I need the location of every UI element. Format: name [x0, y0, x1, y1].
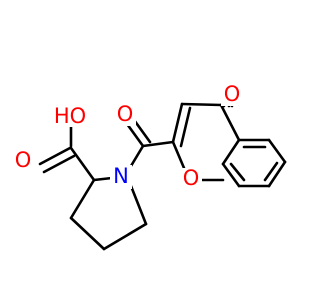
bond-benzene-inner-2: [263, 161, 279, 182]
atom-ho: HO: [54, 104, 86, 128]
chemical-structure: HO O N O O O: [12, 82, 287, 251]
bond-c5-c6: [267, 138, 287, 164]
atom-amide-o: O: [117, 102, 134, 126]
bond-c2-c3-chromone-a: [171, 102, 184, 144]
bond-c2-c3: [69, 178, 96, 220]
bond-cooh-c-o-double-b: [42, 154, 76, 174]
atom-label-layer: HO O N O O O: [12, 82, 243, 190]
bond-cooh-to-ring: [69, 146, 96, 182]
bond-benzene-inner-3: [229, 162, 246, 182]
bond-c2-c3-chromone-b: [179, 106, 192, 148]
label-bg-ring-o: [180, 168, 202, 190]
bond-c4-c4a: [219, 103, 241, 142]
bond-c3-c4-chromone: [180, 102, 223, 107]
bond-c6-c7: [267, 160, 287, 188]
bond-c8-c8a: [221, 162, 241, 188]
bond-cooh-c-o-double-a: [38, 146, 72, 166]
bond-c5-n: [129, 184, 148, 226]
bond-n-amide-c: [129, 144, 145, 168]
atom-nitrogen: N: [113, 164, 129, 188]
label-bg-ho: [52, 105, 88, 127]
label-bg-n: [110, 165, 132, 189]
label-bg-ketone-o: [221, 84, 243, 106]
atom-carboxyl-o: O: [15, 148, 32, 172]
label-bg-carboxyl-o: [12, 150, 34, 172]
bond-amide-c-to-chromone: [141, 140, 175, 148]
atom-ketone-o: O: [224, 82, 241, 106]
label-bg-amide-o: [114, 104, 136, 126]
bond-c3-c4: [69, 216, 106, 251]
bond-c2-n: [92, 176, 114, 182]
bond-c8a-c4a: [221, 138, 241, 166]
bond-c2-ring-o: [171, 140, 186, 170]
atom-ring-o: O: [183, 166, 200, 190]
bond-c4-c5: [102, 222, 148, 251]
